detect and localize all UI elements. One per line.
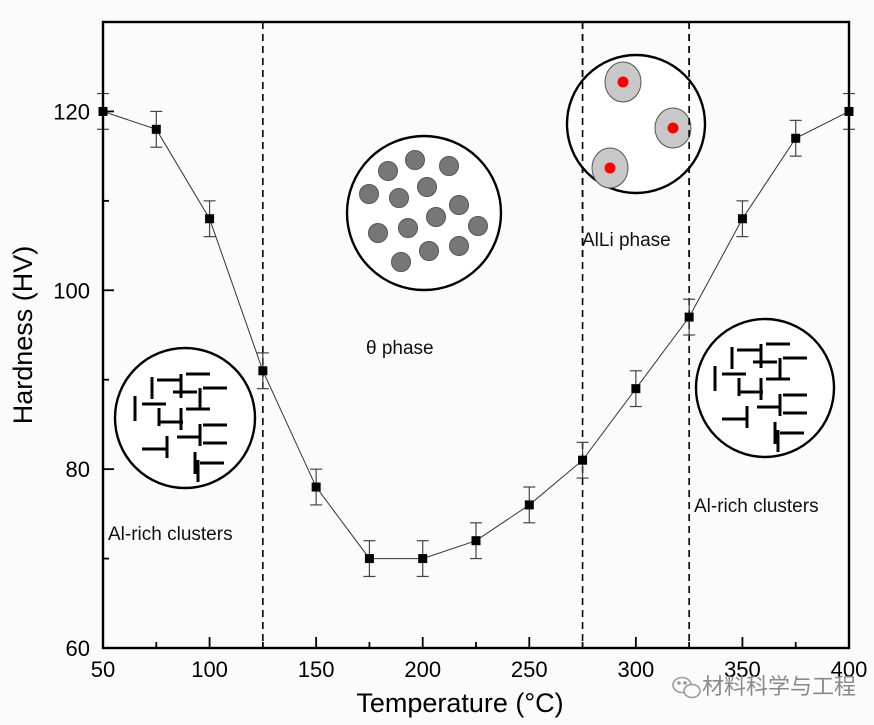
microstructure-schematics <box>113 22 836 490</box>
data-point <box>576 441 589 479</box>
theta-precipitate <box>359 184 379 204</box>
x-axis-title: Temperature (°C) <box>356 688 563 718</box>
label-alli-phase: AlLi phase <box>582 230 671 251</box>
y-tick-label: 80 <box>66 457 90 482</box>
data-point <box>416 540 429 578</box>
theta-precipitate <box>389 188 409 208</box>
data-point <box>203 200 216 238</box>
theta-precipitate <box>368 223 388 243</box>
data-point <box>256 352 269 390</box>
watermark: 材料科学与工程 <box>672 675 856 700</box>
x-tick-label: 250 <box>511 657 548 682</box>
data-point <box>629 370 642 408</box>
data-point <box>363 540 376 578</box>
x-tick-label: 100 <box>191 657 228 682</box>
theta-precipitate <box>417 177 437 197</box>
axes: 50 100 150 200 250 300 350 400 60 80 100 120 <box>53 20 868 682</box>
data-point <box>470 522 482 560</box>
alli-core <box>604 162 616 174</box>
x-tick-label: 200 <box>404 657 441 682</box>
theta-precipitate <box>449 236 469 256</box>
square-marker <box>311 482 321 492</box>
y-tick-label: 120 <box>53 99 90 124</box>
data-point <box>150 110 163 148</box>
label-al-rich-clusters-left: Al-rich clusters <box>108 524 233 545</box>
square-marker <box>471 536 481 546</box>
x-tick-label: 50 <box>91 657 115 682</box>
square-marker <box>631 384 641 394</box>
data-point <box>789 119 802 157</box>
square-marker <box>684 312 694 322</box>
theta-precipitate <box>468 216 488 236</box>
data-point <box>310 468 323 506</box>
x-tick-label: 350 <box>724 657 761 682</box>
alli-core <box>667 122 679 134</box>
schematic-al-rich-clusters-right <box>694 317 836 459</box>
x-tick-label: 400 <box>831 657 868 682</box>
data-point <box>523 486 536 524</box>
schematic-theta-phase <box>345 134 503 292</box>
theta-precipitate <box>391 252 411 272</box>
y-tick-label: 100 <box>53 278 90 303</box>
square-marker <box>737 214 747 224</box>
theta-precipitate <box>419 241 439 261</box>
y-tick-label: 60 <box>66 636 90 661</box>
theta-precipitate <box>398 218 418 238</box>
square-marker <box>258 366 268 376</box>
square-marker <box>524 500 534 510</box>
x-tick-label: 300 <box>617 657 654 682</box>
watermark-text: 材料科学与工程 <box>702 675 856 700</box>
x-tick-label: 150 <box>298 657 335 682</box>
theta-precipitate <box>405 150 425 170</box>
data-point <box>683 298 696 336</box>
alli-core <box>617 76 629 88</box>
theta-precipitate <box>378 161 398 181</box>
cluster-circle <box>694 317 836 459</box>
square-marker <box>578 455 588 465</box>
y-axis-title: Hardness (HV) <box>8 246 38 425</box>
square-marker <box>364 554 374 564</box>
theta-precipitate <box>439 156 459 176</box>
hardness-series <box>97 92 855 578</box>
schematic-alli-phase <box>565 22 707 260</box>
square-marker <box>205 214 215 224</box>
square-marker <box>791 133 801 143</box>
label-al-rich-clusters-right: Al-rich clusters <box>694 496 819 517</box>
theta-precipitate <box>449 195 469 215</box>
data-point <box>736 200 749 238</box>
cluster-circle <box>113 346 257 490</box>
square-marker <box>151 124 161 134</box>
square-marker <box>418 554 428 564</box>
schematic-al-rich-clusters-left <box>113 346 257 490</box>
wechat-icon <box>672 676 701 699</box>
label-theta-phase: θ phase <box>366 338 434 359</box>
theta-precipitate <box>426 207 446 227</box>
